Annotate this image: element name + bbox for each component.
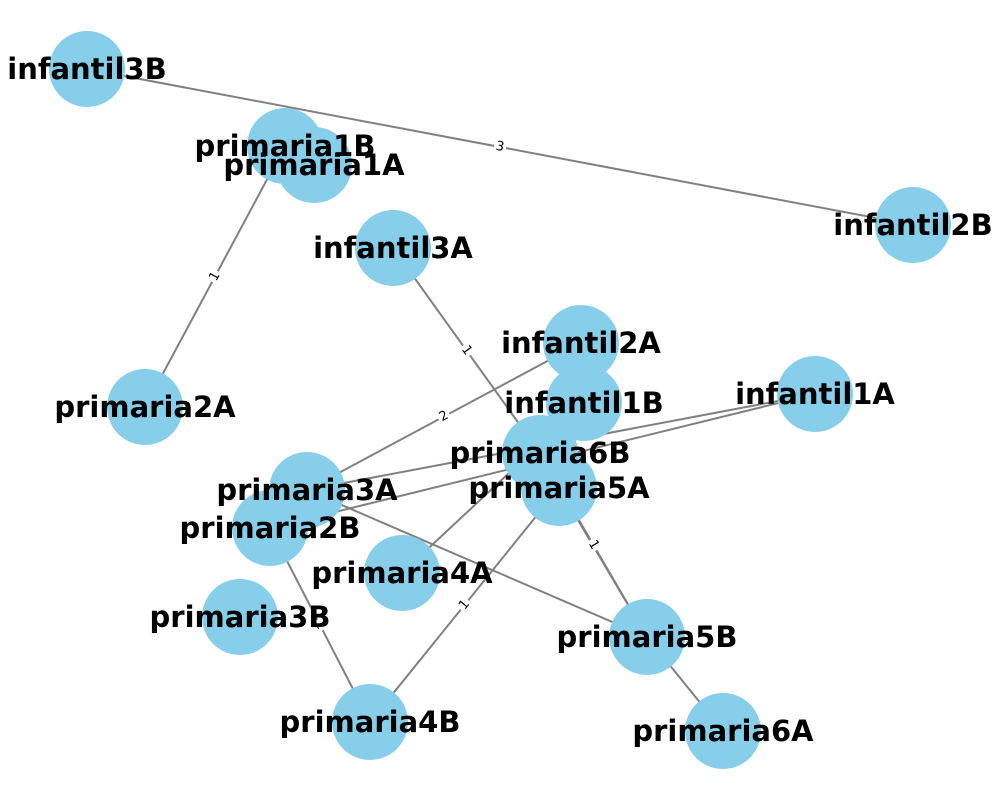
nodes-layer bbox=[49, 31, 951, 769]
edge-weight-label: 1 bbox=[583, 535, 604, 555]
edge-weight-bg bbox=[310, 616, 330, 634]
node-primaria2A bbox=[107, 369, 183, 445]
edge-weight-label: 1 bbox=[456, 340, 477, 361]
node-primaria1A bbox=[276, 127, 352, 203]
edge-weight-bg bbox=[456, 340, 477, 361]
edge-weight-label: 1 bbox=[205, 267, 225, 286]
node-primaria5B bbox=[609, 599, 685, 675]
edge-weight-label: 2 bbox=[434, 406, 454, 427]
edge-primaria3A-primaria5B bbox=[306, 489, 648, 638]
node-infantil3A bbox=[355, 210, 431, 286]
node-infantil2A bbox=[543, 305, 619, 381]
node-label-infantil2A: infantil2A bbox=[501, 326, 661, 360]
edge-weight-text: 3 bbox=[495, 139, 506, 155]
edge-weight-label: 1 bbox=[310, 616, 330, 634]
node-infantil1A bbox=[777, 356, 853, 432]
node-label-infantil2B: infantil2B bbox=[833, 208, 992, 242]
edge-weight-bg bbox=[454, 595, 475, 615]
node-label-primaria5A: primaria5A bbox=[468, 471, 650, 505]
edge-weight-label: 1 bbox=[454, 595, 475, 615]
node-label-primaria6B: primaria6B bbox=[450, 436, 631, 470]
edge-weight-bg bbox=[583, 535, 604, 555]
node-infantil3B bbox=[49, 31, 125, 107]
node-label-primaria1B: primaria1B bbox=[195, 129, 376, 163]
node-label-primaria6A: primaria6A bbox=[632, 714, 814, 748]
node-primaria6A bbox=[685, 693, 761, 769]
node-infantil1B bbox=[546, 365, 622, 441]
edge-weight-bg bbox=[492, 138, 508, 156]
node-primaria5A bbox=[521, 450, 597, 526]
edge-weight-label: 3 bbox=[492, 138, 508, 156]
node-label-primaria4B: primaria4B bbox=[280, 705, 461, 739]
edge-weight-bg bbox=[434, 406, 454, 427]
node-label-primaria2A: primaria2A bbox=[54, 390, 236, 424]
node-primaria4A bbox=[364, 535, 440, 611]
node-label-infantil1B: infantil1B bbox=[504, 386, 663, 420]
node-label-infantil3A: infantil3A bbox=[313, 231, 473, 265]
node-label-primaria3B: primaria3B bbox=[150, 600, 331, 634]
node-label-primaria3A: primaria3A bbox=[216, 473, 398, 507]
edge-weight-bg bbox=[205, 267, 225, 286]
node-label-primaria1A: primaria1A bbox=[223, 148, 405, 182]
node-primaria2B bbox=[232, 490, 308, 566]
node-label-infantil3B: infantil3B bbox=[7, 52, 166, 86]
node-label-primaria2B: primaria2B bbox=[180, 511, 361, 545]
node-primaria4B bbox=[332, 684, 408, 760]
node-infantil2B bbox=[875, 187, 951, 263]
node-label-infantil1A: infantil1A bbox=[735, 377, 895, 411]
node-label-primaria5B: primaria5B bbox=[557, 620, 738, 654]
node-label-primaria4A: primaria4A bbox=[311, 556, 493, 590]
node-primaria3B bbox=[202, 579, 278, 655]
